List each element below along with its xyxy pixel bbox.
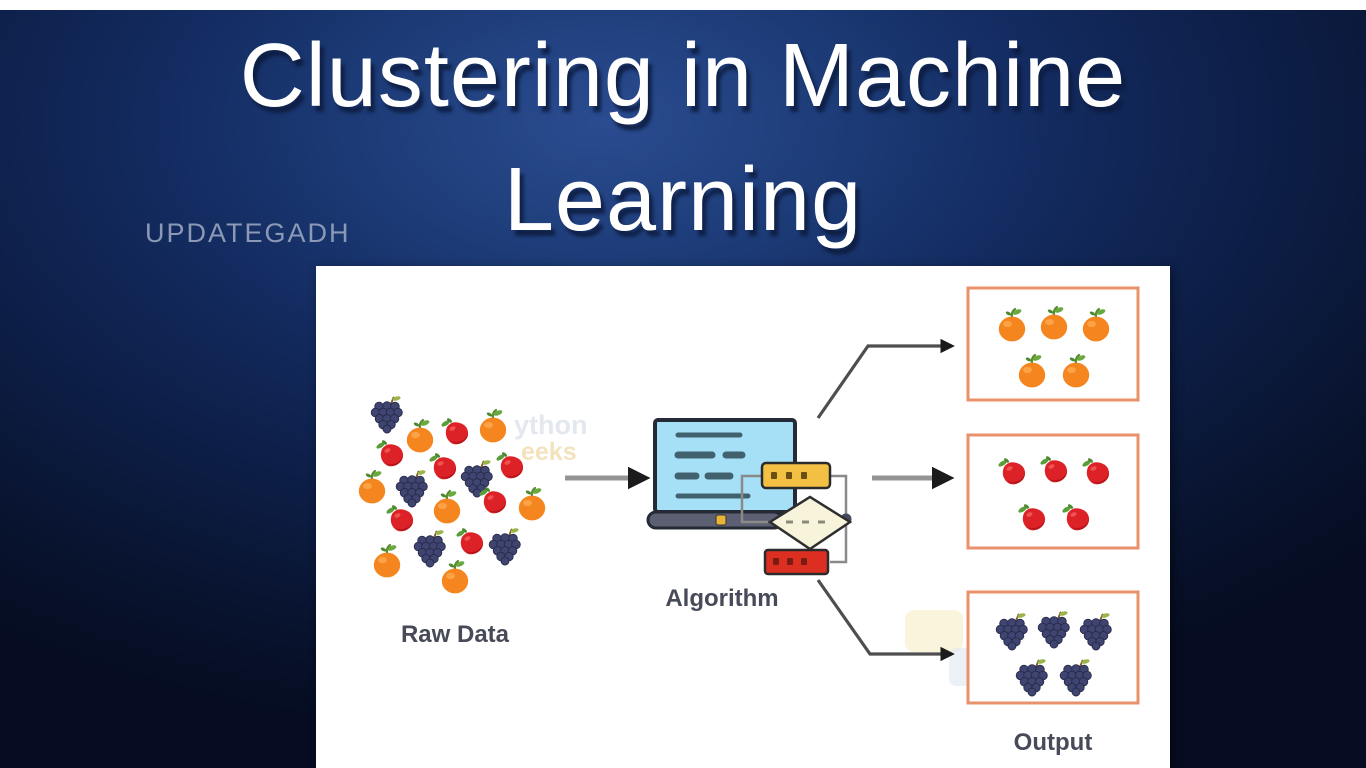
page-title-line2: Learning <box>503 150 863 251</box>
top-white-strip <box>0 0 1366 10</box>
flow-decision-diamond <box>767 495 853 551</box>
diagram-card: ython eeks <box>316 266 1170 768</box>
algorithm-label: Algorithm <box>665 585 778 612</box>
page-title: Clustering in Machine Learning <box>0 14 1366 262</box>
fruit-strawberry <box>385 504 414 532</box>
inner-watermark-top: ython <box>514 410 588 440</box>
fruit-orange <box>478 408 508 444</box>
fruit-grape <box>413 528 447 568</box>
flow-process-yellow <box>760 461 832 490</box>
watermark-blob-yellow <box>905 610 963 652</box>
fruit-orange <box>517 486 547 522</box>
fruit-grape <box>370 394 404 434</box>
output-box-oranges <box>966 286 1140 402</box>
laptop-icon <box>646 418 797 530</box>
page-title-line1: Clustering in Machine <box>239 26 1127 126</box>
fruit-orange <box>405 418 435 454</box>
fruit-orange <box>372 543 402 579</box>
output-box-grapes <box>966 590 1140 705</box>
inner-watermark-bottom: eeks <box>521 438 577 466</box>
output-label: Output <box>1014 729 1093 756</box>
brand-watermark: UPDATEGADH <box>145 218 351 248</box>
flowchart-icon <box>740 461 853 576</box>
fruit-orange <box>357 469 387 505</box>
fruit-orange <box>440 559 470 595</box>
fruit-grape <box>395 468 429 508</box>
fruit-strawberry <box>428 452 457 480</box>
arrow-to-output-oranges <box>816 338 955 419</box>
raw-data-label: Raw Data <box>401 621 510 648</box>
arrow-to-output-grapes <box>816 579 955 662</box>
fruit-strawberry <box>375 439 404 467</box>
fruit-orange <box>432 489 462 525</box>
fruit-strawberry <box>440 417 469 445</box>
fruit-strawberry <box>455 527 484 555</box>
flow-process-red <box>763 548 830 576</box>
output-box-strawberries <box>966 433 1140 550</box>
clustering-diagram: ython eeks <box>357 286 1140 756</box>
fruit-strawberry <box>495 451 524 479</box>
fruit-grape <box>488 526 522 566</box>
